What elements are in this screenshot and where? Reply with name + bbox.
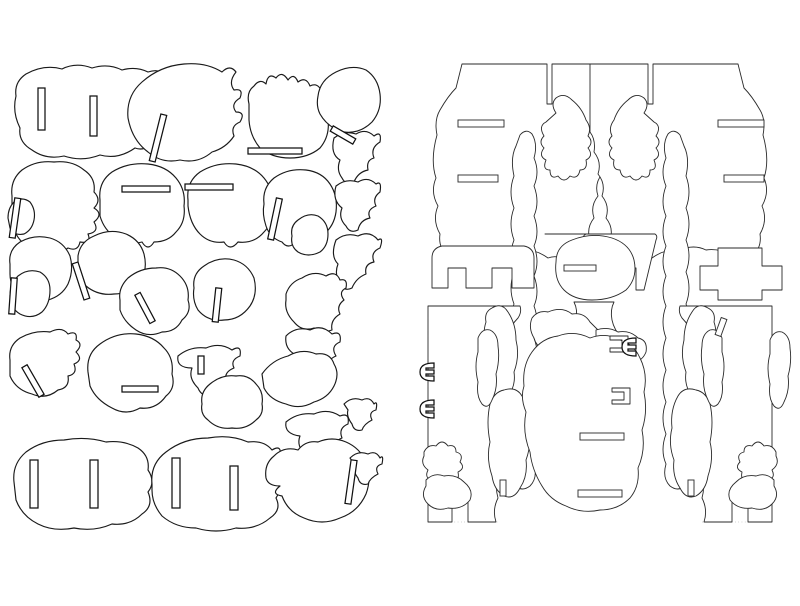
slot-13 [211,287,223,323]
bracket-lower-left [431,245,535,289]
slot-1 [37,87,46,131]
blade-right-lower [669,388,713,498]
slot-5 [329,125,357,145]
slot-21 [344,459,358,505]
rslot-3 [717,119,765,128]
rslot-9 [687,479,695,497]
rslot-8 [714,316,728,338]
rslot-6 [577,489,623,498]
blob-row3-center-right [192,258,256,321]
slot-20 [229,465,239,511]
rslot-5 [579,432,625,441]
blob-row4-left [9,328,81,397]
left-panel-outlines [7,63,384,532]
blade-left-lower [487,388,531,498]
fin-tiny-right-1 [343,398,378,431]
blob-mid-center-right [187,163,273,248]
fin-right-mid-2 [332,233,383,290]
foot-left [423,474,472,510]
bracket-lower-right [699,247,783,301]
blob-row4-center-right [201,375,263,429]
rslot-7 [563,264,597,272]
slot-6 [8,197,22,239]
sliver-far-left-upper [475,329,500,407]
right-panel [419,63,792,523]
clip-left-b [419,399,435,419]
fin-right-mid [334,178,382,232]
fin-row4-center [177,344,241,396]
rslot-1 [457,119,505,128]
slot-18 [89,459,99,509]
slot-8 [184,183,234,191]
fin-right-upper [332,130,381,184]
blob-row3-small-left [9,270,51,318]
slot-3 [148,113,168,163]
slot-14 [21,363,45,399]
slot-12 [133,291,157,325]
slot-9 [266,197,284,241]
left-panel [7,63,384,532]
rslot-4 [723,174,765,183]
slot-15 [121,385,159,393]
rslot-2 [457,174,499,183]
clip-center-a [621,337,637,357]
blob-tulip-top [247,73,329,159]
blob-bottom-center-large [151,436,281,532]
rslot-10 [499,479,507,497]
blob-row4-right [261,350,338,408]
sliver-far-right-upper [700,329,725,407]
blob-row3-center [119,267,190,336]
slot-19 [171,457,181,509]
sliver-far-left-lower [767,331,792,409]
right-panel-clip-glyphs [419,337,637,419]
fin-tiny-right-2 [349,452,384,485]
slot-16 [197,355,205,375]
right-panel-outlines [422,63,792,523]
antler-left [540,95,592,181]
slot-10 [8,277,18,315]
slot-2 [89,95,98,137]
body-center-main [521,333,647,512]
slot-4 [247,147,303,155]
slot-17 [29,459,39,509]
left-panel-slots [8,87,358,511]
blob-extra-row2 [291,214,329,256]
antler-right [608,95,660,181]
foot-right [728,474,777,510]
slot-7 [121,185,171,193]
clip-left-a [419,362,435,382]
right-panel-slots [457,119,765,498]
blob-oval-top-right [316,66,381,133]
blob-row4-center-left [87,333,174,413]
slot-11 [71,261,91,301]
clip-lower-small [611,387,631,405]
